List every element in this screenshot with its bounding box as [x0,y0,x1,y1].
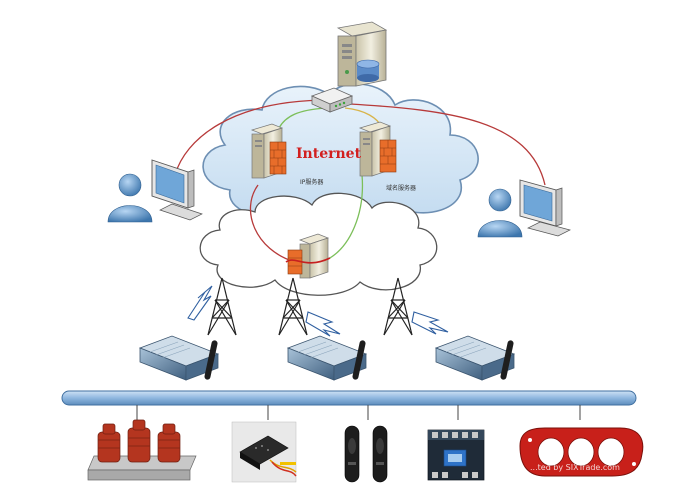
link-right-user [349,103,546,186]
user-left-icon [107,173,153,223]
link-left-user [174,99,331,176]
user-right-icon [477,188,523,238]
insulator-plate-device [519,427,644,477]
watermark-text: ...ted by SIXTrade.com [530,463,620,472]
gprs-modem-icon [286,335,368,381]
link-router-ip [277,107,326,131]
signal-bolt-icon [411,311,449,335]
monitor-left-icon [151,159,203,221]
ip-server-icon [250,123,287,179]
antenna-tower-icon [383,277,413,336]
link-ip-firewall [249,184,296,263]
signal-bolt-icon [305,311,341,337]
bus-drops [136,405,581,420]
gprs-modem-icon [138,335,220,381]
monitor-right-icon [519,179,571,237]
firewall-wall-icon [379,139,397,173]
sensor-device [231,421,297,483]
internet-label: Internet [296,146,362,162]
dns-server-label: 域名服务器 [386,184,416,192]
database-server-icon [336,21,388,87]
contactor-device [427,429,485,481]
infrared-beam-device [344,425,388,483]
antenna-tower-icon [207,277,237,336]
dns-server-icon [358,121,397,177]
antenna-tower-icon [278,277,308,336]
router-icon [310,87,354,113]
signal-bolt-icon [187,285,213,321]
firewall-server-icon [285,233,331,279]
link-dns-firewall [321,174,364,263]
ip-server-label: IP服务器 [300,178,323,186]
gprs-modem-icon [434,335,516,381]
transformer-device [87,419,197,481]
firewall-wall-icon [269,141,287,175]
field-bus [61,390,637,406]
